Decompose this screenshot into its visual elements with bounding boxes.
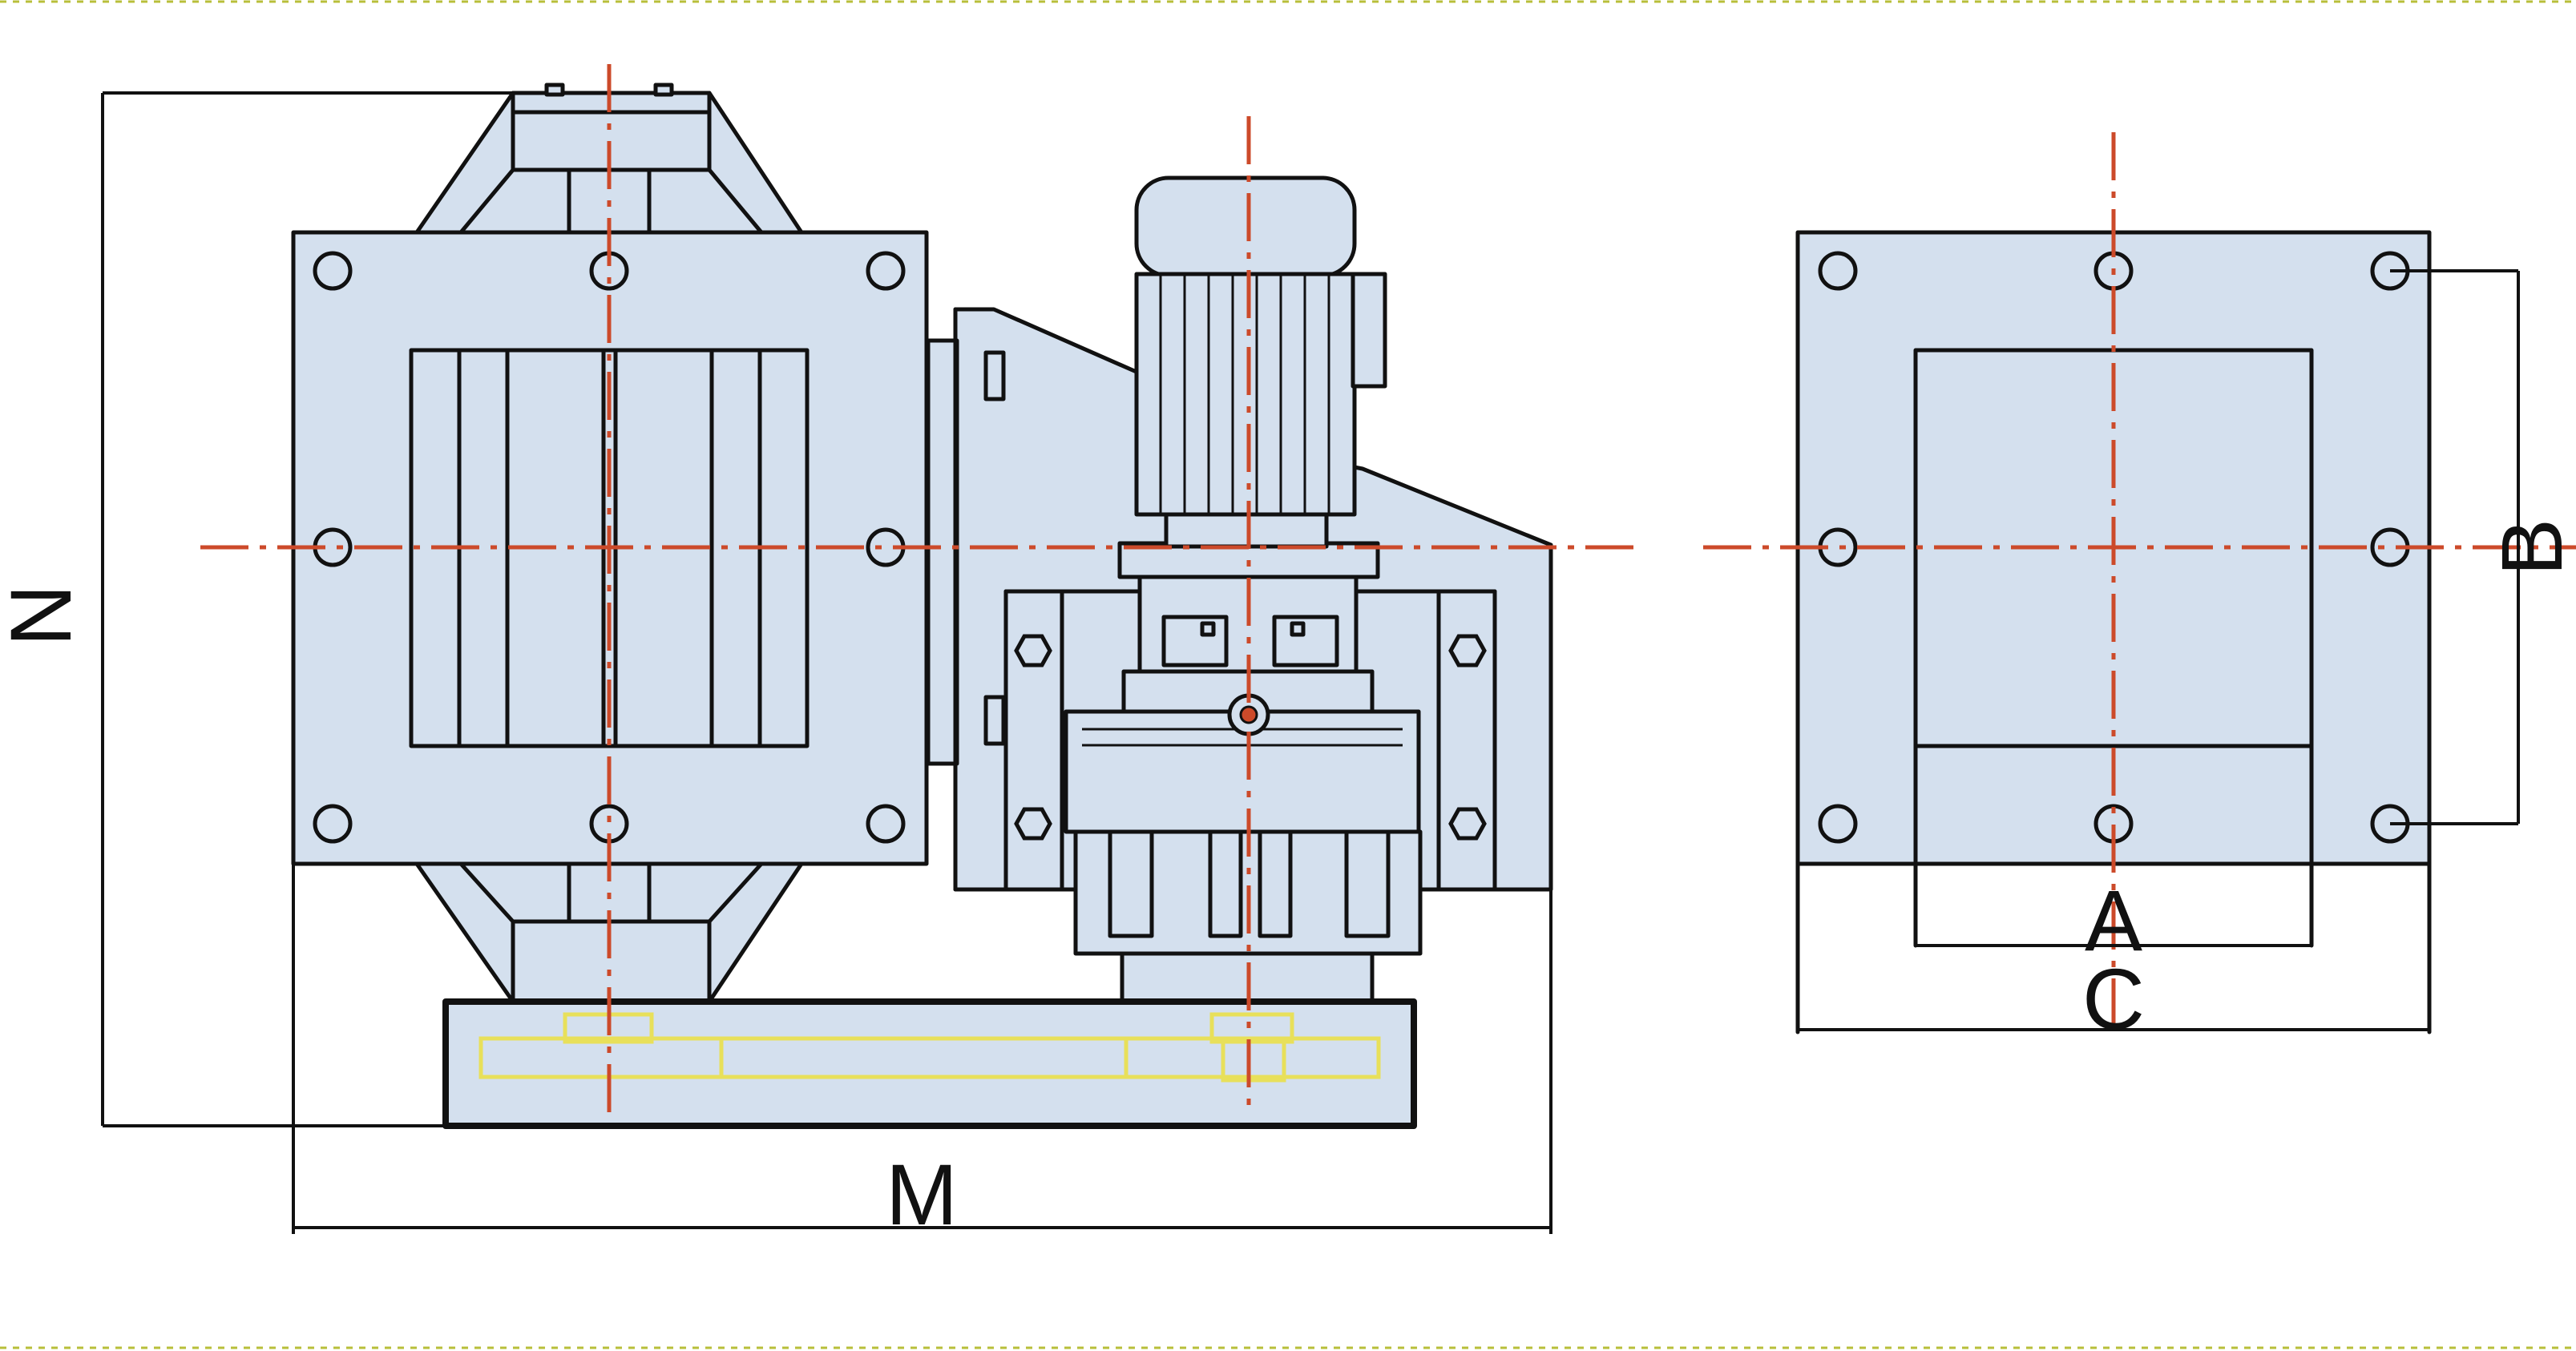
base-plate [442,998,1417,1129]
label-n: N [0,584,89,647]
flange-bolt-holes [313,251,906,844]
label-a: A [2085,872,2142,969]
label-b: B [2483,518,2576,576]
side-view: B A C [1703,132,2576,1047]
motor [1134,175,1387,549]
side-bolt-holes [1818,251,2410,844]
label-m: M [886,1146,958,1243]
dimension-n: N [0,91,513,1127]
dimension-a: A [1916,872,2312,969]
front-view: N M [0,64,1643,1243]
dimension-b: B [2390,269,2576,825]
label-c: C [2082,950,2145,1047]
dimension-m: M [292,864,1552,1243]
dimension-c: C [1798,950,2429,1047]
